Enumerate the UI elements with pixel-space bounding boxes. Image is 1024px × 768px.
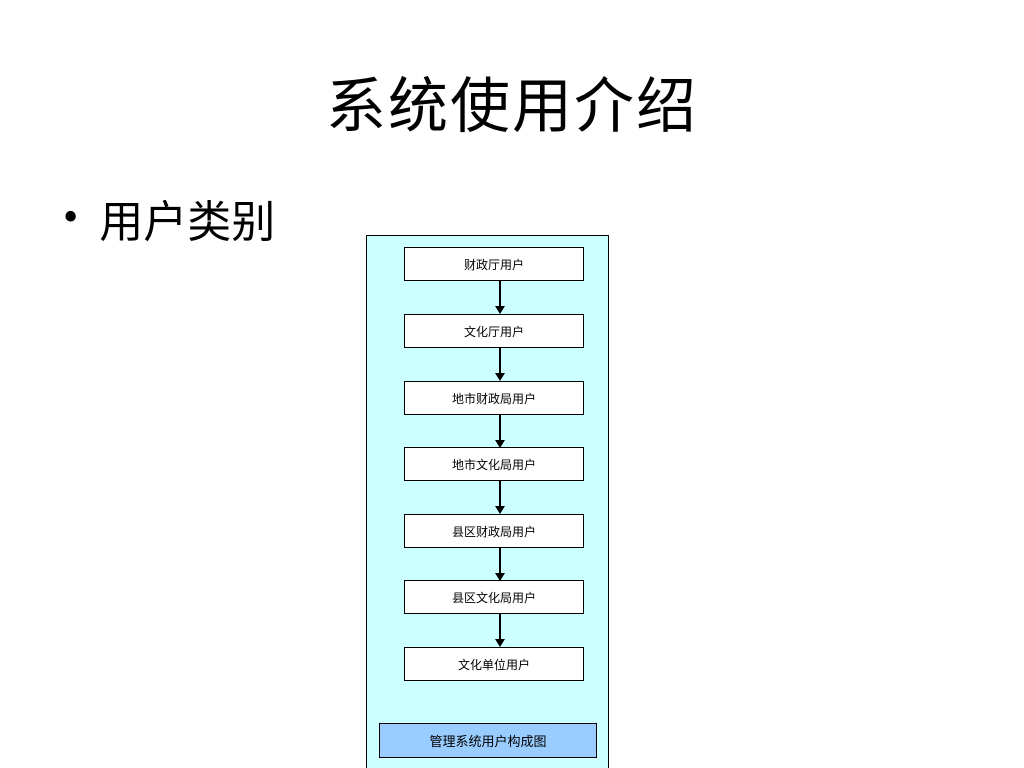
bullet-dot-icon: •	[60, 197, 82, 239]
arrow-down-icon	[495, 415, 505, 448]
node-city-finance: 地市财政局用户	[404, 381, 584, 415]
node-provincial-culture: 文化厅用户	[404, 314, 584, 348]
bullet-text: 用户类别	[99, 197, 276, 248]
node-cultural-unit: 文化单位用户	[404, 647, 584, 681]
arrow-down-icon	[495, 281, 505, 314]
arrow-down-icon	[495, 348, 505, 381]
node-provincial-finance: 财政厅用户	[404, 247, 584, 281]
node-county-culture: 县区文化局用户	[404, 580, 584, 614]
node-city-culture: 地市文化局用户	[404, 447, 584, 481]
bullet-item: • 用户类别	[60, 186, 275, 250]
arrow-down-icon	[495, 481, 505, 514]
arrow-down-icon	[495, 548, 505, 581]
user-hierarchy-diagram: 财政厅用户 文化厅用户 地市财政局用户 地市文化局用户 县区财政局用户 县区文化…	[366, 235, 609, 768]
arrow-down-icon	[495, 614, 505, 647]
slide-title: 系统使用介绍	[326, 72, 698, 142]
node-county-finance: 县区财政局用户	[404, 514, 584, 548]
diagram-caption: 管理系统用户构成图	[379, 723, 597, 758]
